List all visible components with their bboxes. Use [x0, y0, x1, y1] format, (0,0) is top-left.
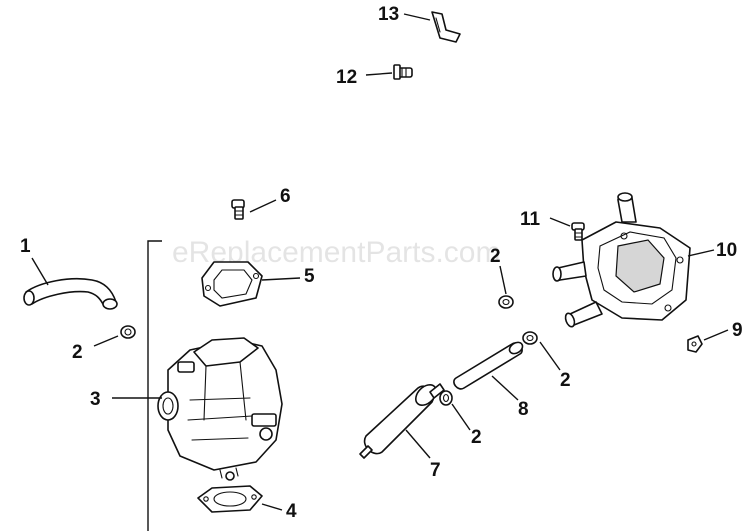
callout-2d: 2: [490, 246, 501, 267]
callout-7: 7: [430, 460, 441, 481]
callout-5: 5: [304, 266, 315, 287]
part-2-clamp-left: [120, 325, 136, 339]
leader-13: [403, 13, 431, 21]
leader-6: [249, 199, 277, 213]
part-2-clamp-right: [522, 331, 538, 345]
part-10-fuel-pump: [552, 192, 691, 328]
callout-4: 4: [286, 501, 297, 522]
part-2-clamp-mid: [439, 390, 453, 406]
leader-2c: [539, 341, 561, 371]
leader-1: [31, 257, 49, 286]
part-12-screw: [393, 64, 413, 80]
callout-3: 3: [90, 389, 101, 410]
part-7-fuel-filter: [359, 383, 445, 459]
callout-2b: 2: [471, 427, 482, 448]
part-8-hose: [453, 341, 524, 390]
part-5-gasket: [201, 261, 263, 307]
leader-11: [549, 217, 571, 227]
leader-5: [261, 277, 301, 281]
part-6-screw: [231, 199, 245, 220]
callout-9: 9: [732, 320, 743, 341]
part-3-carburetor: [157, 337, 283, 481]
part-4-gasket: [197, 485, 263, 513]
callout-11: 11: [520, 209, 541, 230]
leader-2b: [451, 403, 471, 431]
callout-10: 10: [716, 240, 737, 261]
leader-2d: [499, 265, 507, 295]
callout-1: 1: [20, 236, 31, 257]
group-bracket: [147, 240, 162, 531]
callout-2c: 2: [560, 370, 571, 391]
callout-12: 12: [336, 67, 357, 88]
callout-8: 8: [518, 399, 529, 420]
leader-8: [491, 375, 519, 401]
part-11-screw: [571, 222, 585, 241]
callout-13: 13: [378, 4, 399, 25]
part-2-clamp-upper: [498, 295, 514, 309]
part-13-clip: [431, 11, 461, 43]
part-1-hose: [23, 277, 118, 310]
leader-2a: [93, 335, 119, 347]
leader-9: [703, 329, 729, 341]
callout-6: 6: [280, 186, 291, 207]
callout-2a: 2: [72, 342, 83, 363]
leader-10: [687, 249, 715, 257]
leader-4: [261, 503, 283, 511]
part-9-clip: [687, 335, 703, 353]
leader-12: [365, 72, 393, 76]
leader-7: [405, 429, 431, 459]
